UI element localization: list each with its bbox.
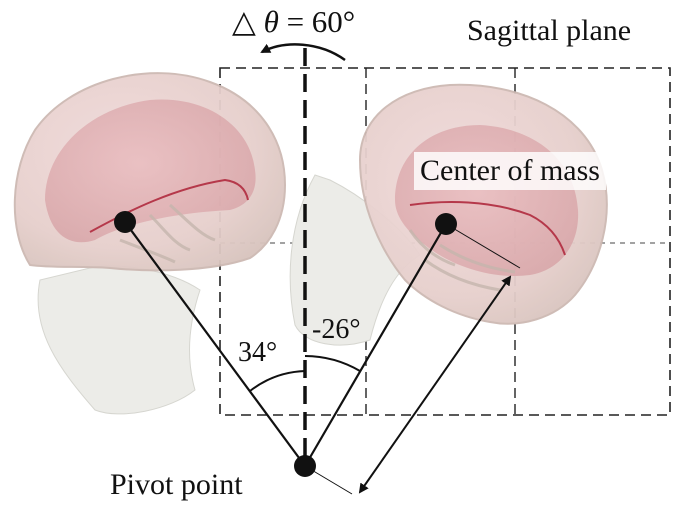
rotation-arrow (260, 43, 346, 62)
center-of-mass-label: Center of mass (414, 152, 606, 190)
theta-symbol: θ (263, 4, 279, 39)
left-center-of-mass-dot (114, 211, 136, 233)
distance-arrow (358, 275, 512, 494)
left-pivot-line (124, 221, 306, 467)
rotation-delta-label: △ θ = 60° (232, 6, 355, 37)
pivot-point-label: Pivot point (110, 468, 243, 501)
right-angle-label: -26° (312, 314, 361, 345)
left-skull (13, 72, 287, 415)
pivot-point-dot (294, 455, 316, 477)
right-center-of-mass-dot (435, 213, 457, 235)
left-angle-arc (249, 370, 306, 392)
left-angle-label: 34° (238, 337, 278, 368)
delta-symbol: △ (232, 4, 256, 39)
rotation-value: = 60° (278, 4, 356, 39)
right-angle-arc (304, 355, 361, 372)
sagittal-plane-label: Sagittal plane (467, 14, 632, 47)
distance-extension-top (445, 223, 521, 269)
